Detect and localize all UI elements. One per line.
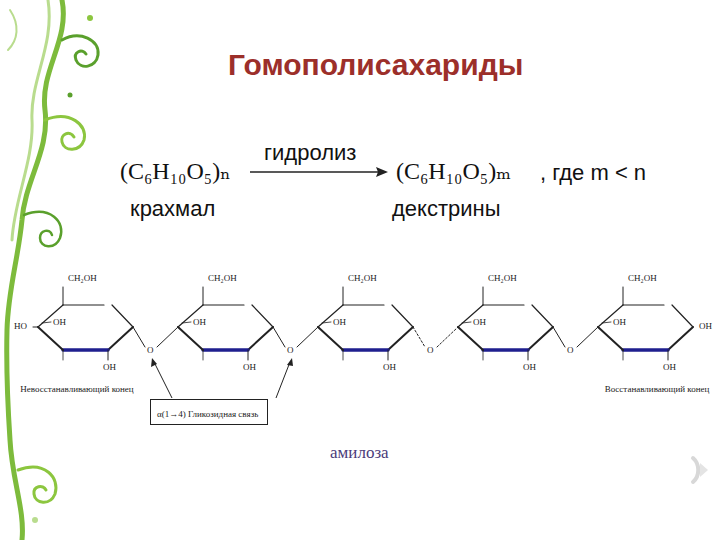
bond-line	[63, 287, 64, 305]
bond-box: α(1→4) Гликозидная связь	[150, 399, 268, 425]
note: , где m < n	[540, 160, 646, 185]
bond-line	[63, 304, 104, 305]
bond-line	[343, 304, 384, 305]
group-label: CH₂OH	[68, 273, 97, 283]
bond-line	[483, 287, 484, 305]
bond-line	[248, 327, 273, 350]
group-label: OH	[333, 317, 346, 327]
bond-line	[343, 287, 344, 305]
bond-line	[623, 348, 668, 352]
box-text: α(1→4) Гликозидная связь	[157, 409, 258, 419]
bond-line	[63, 348, 108, 352]
bond-line	[388, 350, 389, 360]
compound-name: крахмал	[130, 196, 215, 221]
bond-line	[38, 327, 63, 350]
group-label: CH₂OH	[628, 273, 657, 283]
group-label: OH	[383, 362, 396, 372]
end-label: Восстанавливающий конец	[598, 384, 716, 394]
bond-line	[483, 348, 528, 352]
bond-line	[437, 327, 458, 347]
end-label: Невосстанавливающий конец	[18, 384, 136, 394]
group-label: CH₂OH	[348, 273, 377, 283]
bond-line	[108, 350, 109, 360]
bond-line	[248, 350, 249, 360]
bond-line	[343, 350, 344, 360]
bond-line	[42, 322, 51, 323]
bond-line	[178, 327, 203, 350]
bond-line	[33, 327, 38, 328]
group-label: OH	[523, 362, 536, 372]
arrow-label: гидролиз	[264, 140, 356, 165]
bond-line	[392, 305, 413, 327]
caption-label: амилоза	[330, 443, 389, 463]
bond-line	[133, 327, 145, 347]
atom-label: O	[147, 345, 154, 355]
group-label: CH₂OH	[488, 273, 517, 283]
bond-line	[528, 327, 553, 350]
formula: (C₆H₁₀O₅)ₘ	[396, 158, 511, 186]
group-label: OH	[53, 317, 66, 327]
bond-line	[577, 327, 598, 347]
group-label: CH₂OH	[208, 273, 237, 283]
group-label: OH	[663, 362, 676, 372]
bond-line	[343, 348, 388, 352]
bond-line	[182, 322, 191, 323]
compound-name: декстрины	[392, 196, 501, 221]
bond-line	[203, 348, 248, 352]
group-label: OH	[193, 317, 206, 327]
bond-line	[203, 287, 204, 305]
bond-line	[63, 350, 64, 360]
bond-line	[462, 322, 471, 323]
bond-line	[157, 327, 178, 347]
group-label: OH	[243, 362, 256, 372]
group-label: OH	[103, 362, 116, 372]
bond-line	[458, 327, 483, 350]
bond-line	[273, 327, 285, 347]
bond-line	[388, 327, 413, 350]
bond-line	[483, 304, 524, 305]
group-label: OH	[699, 321, 712, 331]
bond-line	[108, 327, 133, 350]
bond-line	[112, 305, 133, 327]
bond-line	[623, 304, 664, 305]
bond-line	[532, 305, 553, 327]
group-label: OH	[473, 317, 486, 327]
bond-line	[203, 304, 244, 305]
bond-line	[413, 327, 425, 347]
bond-line	[602, 322, 611, 323]
bond-line	[483, 350, 484, 360]
bond-line	[553, 327, 565, 347]
bond-line	[297, 327, 318, 347]
bond-line	[252, 305, 273, 327]
group-label: OH	[613, 317, 626, 327]
slide-title: Гомополисахариды	[228, 48, 523, 83]
bond-line	[322, 322, 331, 323]
formula: (C₆H₁₀O₅)ₙ	[120, 158, 231, 186]
bond-line	[672, 305, 693, 327]
bond-line	[528, 350, 529, 360]
bond-line	[623, 287, 624, 305]
bond-line	[668, 350, 669, 360]
bond-line	[598, 327, 623, 350]
atom-label: O	[427, 345, 434, 355]
atom-label: O	[287, 345, 294, 355]
bond-line	[203, 350, 204, 360]
bond-line	[318, 327, 343, 350]
group-label: HO	[14, 321, 27, 331]
bond-line	[623, 350, 624, 360]
atom-label: O	[567, 345, 574, 355]
bond-line	[668, 327, 693, 350]
